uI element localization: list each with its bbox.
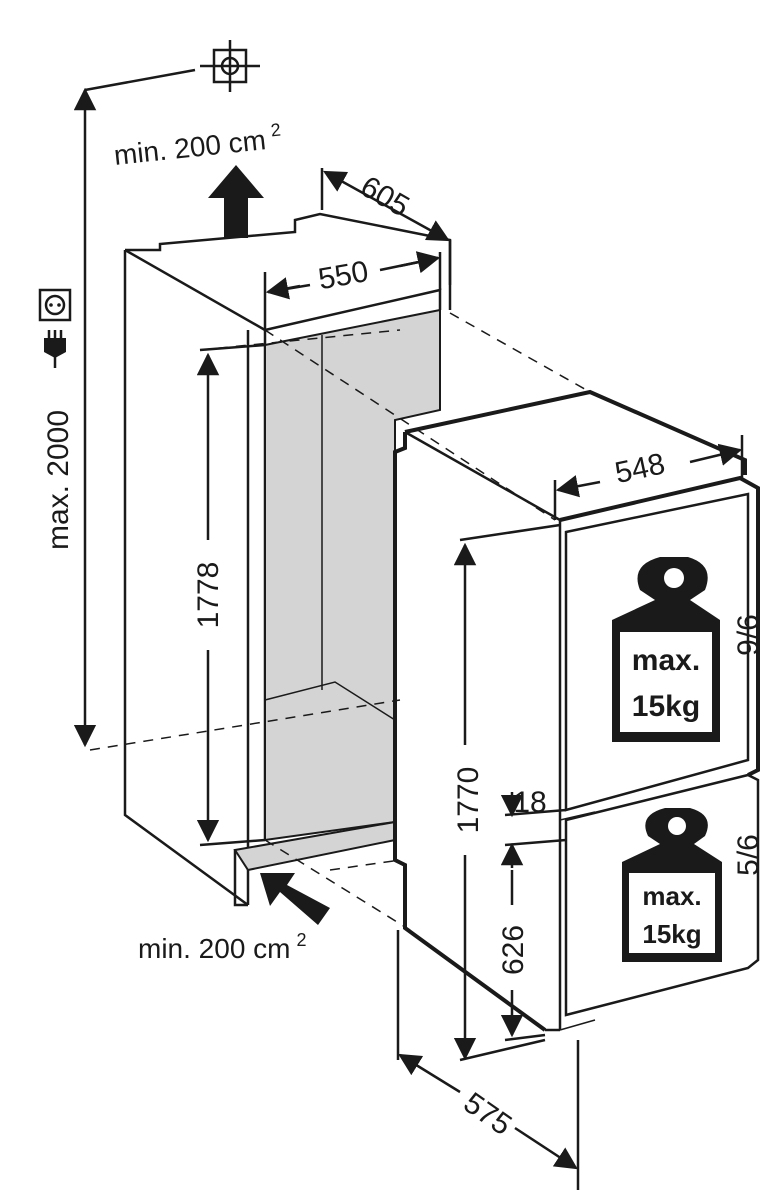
label-niche-inner-width: 550: [316, 255, 371, 296]
power-plug-icon: [44, 330, 66, 368]
label-appliance-width: 548: [612, 447, 668, 490]
lower-load-line2: 15kg: [642, 919, 701, 949]
dimension-appliance-width: [553, 435, 744, 520]
label-max-height: max. 2000: [42, 410, 75, 550]
dimension-lower-door: [500, 870, 546, 1042]
label-gap: 18: [513, 786, 546, 819]
label-appliance-depth: 575: [457, 1086, 517, 1142]
dimension-niche-outer-width: [320, 168, 452, 285]
dimension-niche-height: [196, 343, 266, 847]
power-socket-icon: [38, 288, 72, 322]
dimension-appliance-height: [453, 523, 561, 1062]
airflow-arrow-icon: [208, 165, 264, 238]
dimension-appliance-depth: [396, 930, 580, 1190]
niche-cabinet: [123, 212, 452, 907]
upper-load-line2: 15kg: [632, 690, 700, 723]
label-lower-door: 626: [497, 925, 530, 975]
dimension-niche-inner-width: [263, 251, 442, 330]
niche-inner-back: [264, 308, 441, 842]
upper-door-count: 9/6: [732, 614, 765, 656]
dimension-max-height: [73, 68, 196, 748]
lower-load-line1: max.: [642, 881, 701, 911]
dimension-gap: [500, 792, 567, 868]
water-connection-icon: [200, 40, 260, 92]
airflow-arrow-icon: [260, 873, 330, 925]
label-appliance-height: 1770: [452, 767, 485, 834]
weight-icon: [622, 808, 722, 962]
weight-icon: [612, 557, 720, 742]
lower-door-count: 5/6: [732, 834, 765, 876]
label-niche-height: 1778: [192, 562, 225, 629]
appliance-body: [393, 389, 760, 1032]
upper-load-line1: max.: [632, 644, 700, 677]
